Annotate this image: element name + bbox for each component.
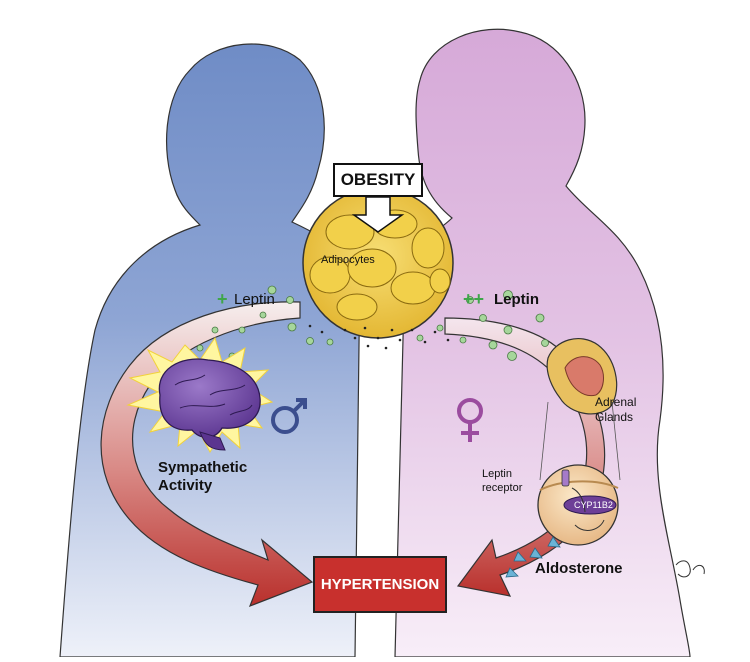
leptin-receptor-line1: Leptin <box>482 468 512 480</box>
obesity-down-arrow <box>351 196 405 233</box>
leptin-left-label: Leptin <box>234 291 275 308</box>
zoom-lines <box>539 401 621 481</box>
secretion-dots <box>308 324 450 350</box>
adrenal-label-line2: Glands <box>595 410 634 424</box>
adrenal-cell-closeup <box>537 464 619 546</box>
sympathetic-label-line2: Activity <box>158 477 213 494</box>
leptin-right-sign: ++ <box>463 289 485 309</box>
adipocytes-tissue <box>302 187 454 339</box>
leptin-particles <box>196 285 549 361</box>
leptin-right-label: Leptin <box>494 291 539 308</box>
female-symbol-icon <box>457 398 483 442</box>
obesity-box: OBESITY <box>333 163 423 197</box>
adrenal-label-line1: Adrenal <box>595 395 637 409</box>
hypertension-box: HYPERTENSION <box>313 556 447 613</box>
male-symbol-icon <box>271 398 307 434</box>
aldosterone-label: Aldosterone <box>535 560 623 577</box>
aldosterone-molecules <box>505 536 561 578</box>
adipocytes-label: Adipocytes <box>321 254 375 266</box>
artist-signature <box>675 560 705 578</box>
cyp11b2-label: CYP11B2 <box>574 500 613 510</box>
leptin-receptor-line2: receptor <box>482 482 523 494</box>
leptin-left-sign: + <box>217 289 228 309</box>
sympathetic-label-line1: Sympathetic <box>158 459 248 476</box>
brain-icon <box>126 336 274 454</box>
